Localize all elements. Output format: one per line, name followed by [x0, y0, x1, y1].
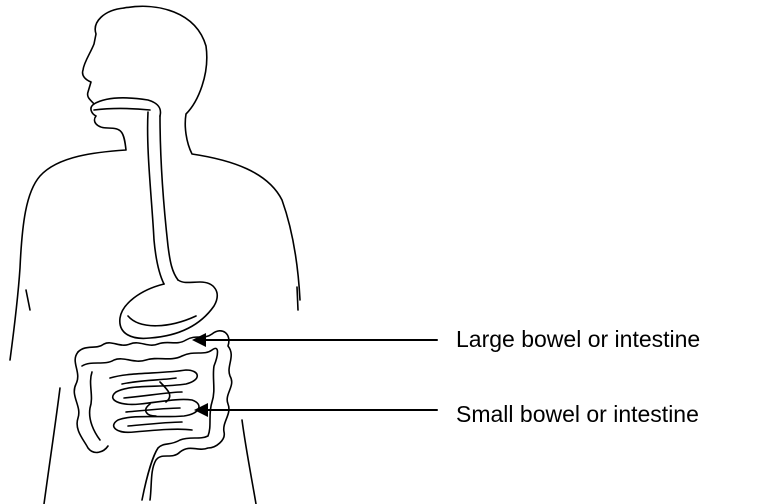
ascending-colon-inner — [90, 372, 100, 440]
large-bowel-label: Large bowel or intestine — [456, 328, 700, 351]
arrow-small-head — [194, 403, 208, 417]
small-bowel-label: Small bowel or intestine — [456, 403, 699, 426]
body-outline-back — [124, 6, 300, 300]
right-side — [242, 420, 256, 504]
left-arm-inner — [26, 290, 30, 310]
nasal-passage — [94, 98, 161, 116]
mouth-line — [94, 109, 150, 111]
stomach — [120, 280, 217, 338]
left-side — [44, 388, 60, 504]
esophagus-left — [148, 112, 164, 284]
arrow-large-head — [192, 333, 206, 347]
stomach-inner — [128, 316, 196, 326]
arm-mark — [297, 287, 298, 310]
esophagus-right — [160, 116, 178, 280]
body-outline — [10, 8, 126, 360]
